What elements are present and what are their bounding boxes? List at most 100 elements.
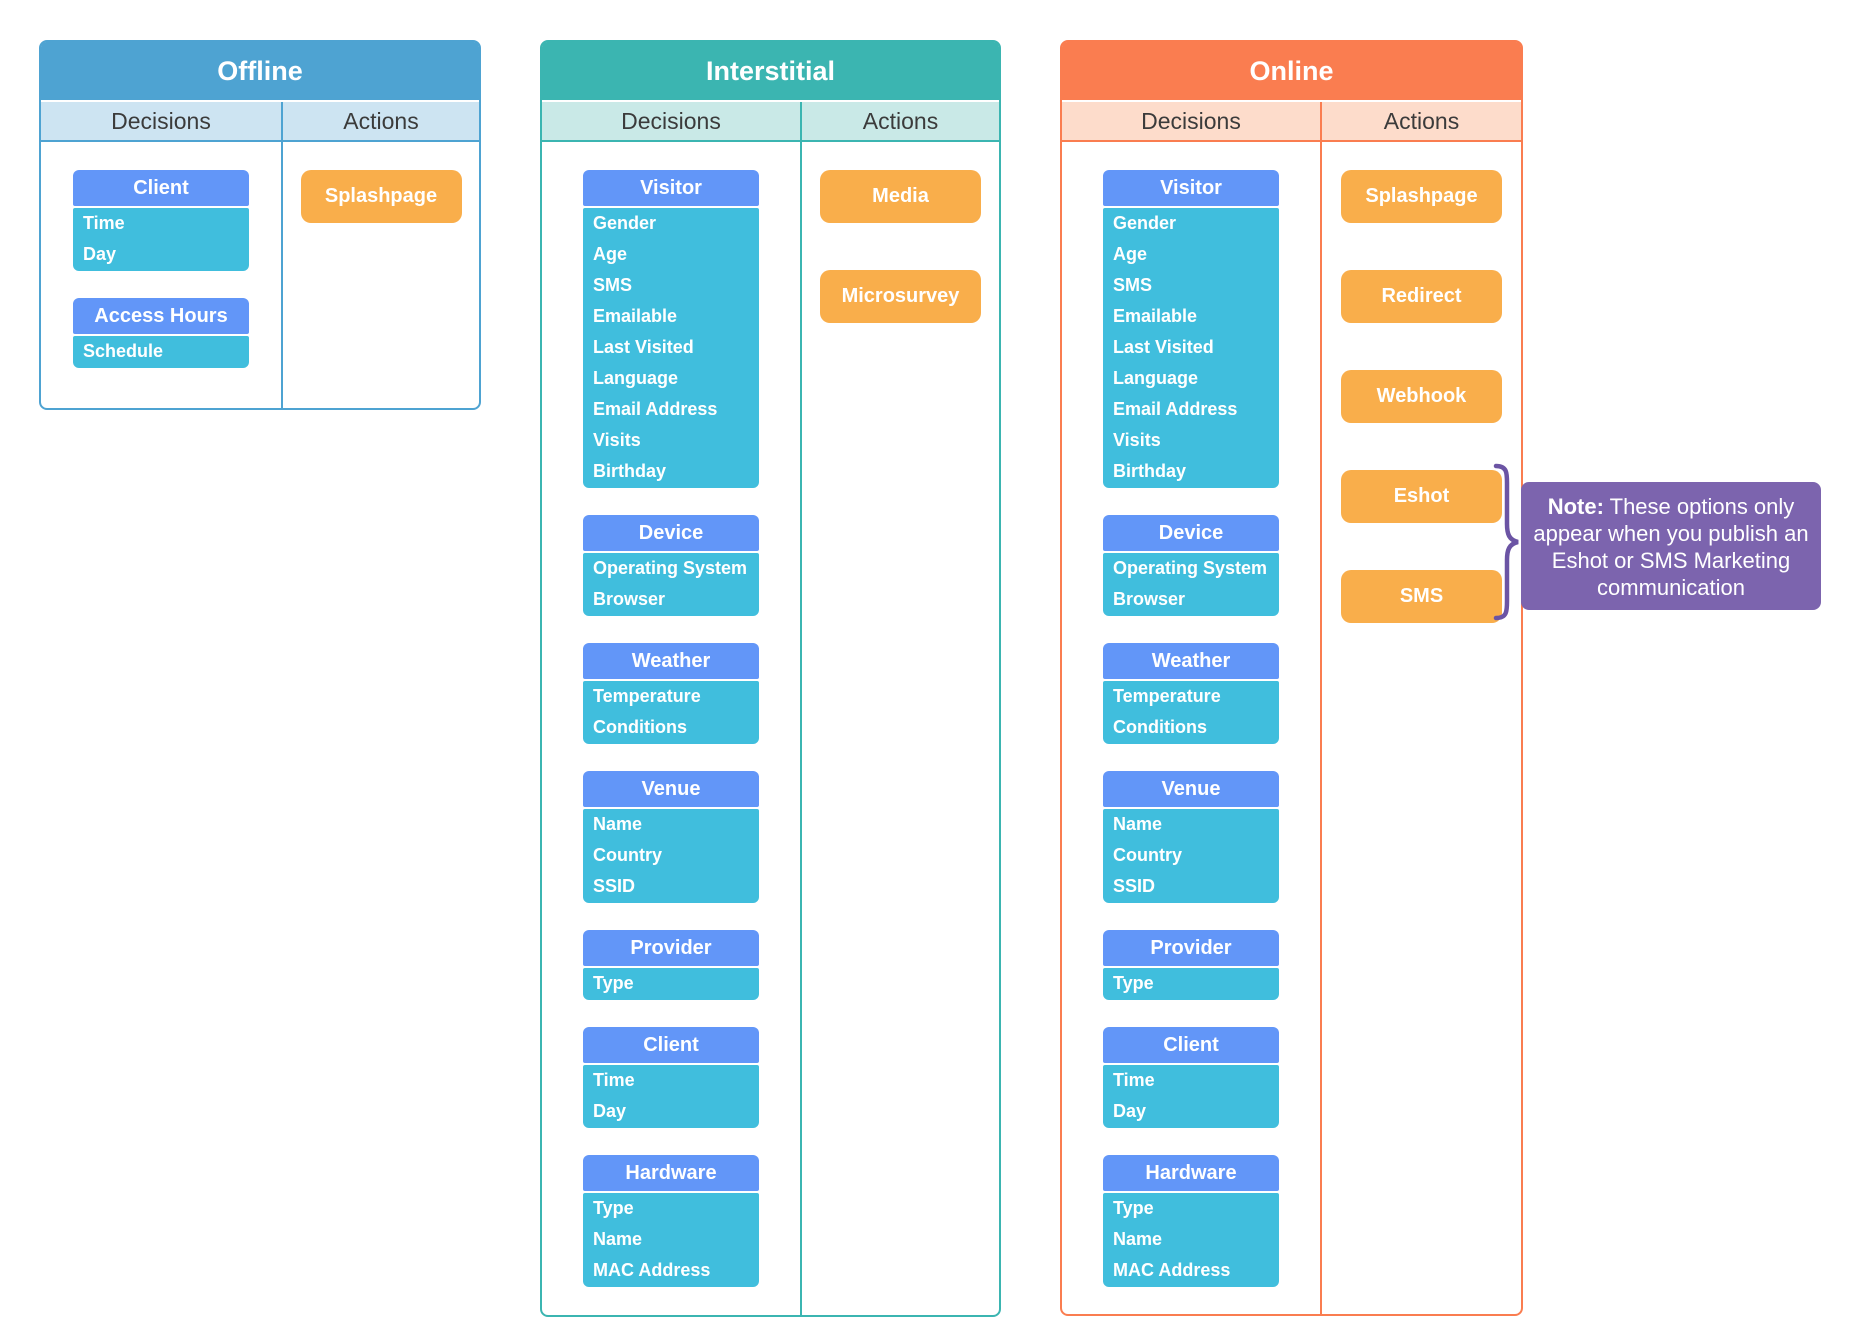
group-item: Day bbox=[593, 1101, 627, 1121]
panel-body: Client Time Day Access Hours Schedule Sp… bbox=[41, 142, 479, 408]
group-title: Access Hours bbox=[73, 298, 249, 334]
group-item: Visits bbox=[1113, 430, 1161, 450]
panel-title-online: Online bbox=[1062, 42, 1521, 102]
group-body: Time Day bbox=[1103, 1065, 1279, 1128]
group-item: Country bbox=[593, 845, 662, 865]
column-header-decisions: Decisions bbox=[1062, 102, 1320, 142]
group-item: Time bbox=[1113, 1070, 1155, 1090]
group-item: Birthday bbox=[593, 461, 667, 481]
decision-group-client: Client Time Day bbox=[583, 1027, 759, 1128]
actions-column: Media Microsurvey bbox=[800, 142, 999, 1315]
note-text: These options only appear when you publi… bbox=[1533, 494, 1809, 600]
group-item: Gender bbox=[1113, 213, 1177, 233]
group-item: Day bbox=[83, 244, 117, 264]
column-header-actions: Actions bbox=[800, 102, 999, 142]
decisions-column: Visitor Gender Age SMS Emailable Last Vi… bbox=[542, 142, 800, 1315]
group-title: Venue bbox=[583, 771, 759, 807]
group-body: Type bbox=[1103, 968, 1279, 1000]
group-title: Visitor bbox=[1103, 170, 1279, 206]
panel-interstitial: Interstitial Decisions Actions Visitor G… bbox=[540, 40, 1001, 1317]
actions-column: Splashpage bbox=[281, 142, 479, 408]
group-item: Visits bbox=[593, 430, 641, 450]
note-callout: Note: These options only appear when you… bbox=[1521, 482, 1821, 610]
panel-body: Visitor Gender Age SMS Emailable Last Vi… bbox=[1062, 142, 1521, 1314]
group-item: Operating System bbox=[593, 558, 748, 578]
decision-group-venue: Venue Name Country SSID bbox=[1103, 771, 1279, 903]
group-title: Hardware bbox=[583, 1155, 759, 1191]
group-item: SMS bbox=[593, 275, 633, 295]
decision-group-hardware: Hardware Type Name MAC Address bbox=[583, 1155, 759, 1287]
column-header-row: Decisions Actions bbox=[542, 102, 999, 142]
group-item: MAC Address bbox=[593, 1260, 711, 1280]
group-title: Client bbox=[73, 170, 249, 206]
decision-group-device: Device Operating System Browser bbox=[1103, 515, 1279, 616]
decision-group-venue: Venue Name Country SSID bbox=[583, 771, 759, 903]
group-item: SSID bbox=[593, 876, 636, 896]
group-title: Provider bbox=[1103, 930, 1279, 966]
decision-group-provider: Provider Type bbox=[583, 930, 759, 1000]
group-item: Schedule bbox=[83, 341, 164, 361]
group-body: Type bbox=[583, 968, 759, 1000]
panel-offline: Offline Decisions Actions Client Time Da… bbox=[39, 40, 481, 410]
decision-group-device: Device Operating System Browser bbox=[583, 515, 759, 616]
group-item: Day bbox=[1113, 1101, 1147, 1121]
note-label: Note: bbox=[1547, 494, 1604, 519]
group-title: Provider bbox=[583, 930, 759, 966]
group-title: Venue bbox=[1103, 771, 1279, 807]
group-item: Name bbox=[1113, 814, 1163, 834]
group-item: Operating System bbox=[1113, 558, 1268, 578]
group-item: Type bbox=[593, 1198, 634, 1218]
group-item: Last Visited bbox=[1113, 337, 1214, 357]
group-body: Schedule bbox=[73, 336, 249, 368]
group-body: Time Day bbox=[583, 1065, 759, 1128]
panel-title-interstitial: Interstitial bbox=[542, 42, 999, 102]
group-item: Name bbox=[593, 814, 643, 834]
group-item: SSID bbox=[1113, 876, 1156, 896]
panel-online: Online Decisions Actions Visitor Gender … bbox=[1060, 40, 1523, 1316]
group-title: Device bbox=[583, 515, 759, 551]
group-body: Time Day bbox=[73, 208, 249, 271]
decisions-column: Visitor Gender Age SMS Emailable Last Vi… bbox=[1062, 142, 1320, 1314]
group-item: Birthday bbox=[1113, 461, 1187, 481]
group-title: Hardware bbox=[1103, 1155, 1279, 1191]
group-body: Name Country SSID bbox=[583, 809, 759, 903]
decision-group-client: Client Time Day bbox=[73, 170, 249, 271]
column-header-actions: Actions bbox=[281, 102, 479, 142]
decisions-column: Client Time Day Access Hours Schedule bbox=[41, 142, 281, 408]
group-item: Emailable bbox=[593, 306, 678, 326]
group-item: Browser bbox=[1113, 589, 1186, 609]
action-sms: SMS bbox=[1341, 570, 1502, 623]
panel-title-offline: Offline bbox=[41, 42, 479, 102]
decision-group-weather: Weather Temperature Conditions bbox=[583, 643, 759, 744]
column-header-actions: Actions bbox=[1320, 102, 1521, 142]
group-item: Emailable bbox=[1113, 306, 1198, 326]
group-body: Operating System Browser bbox=[583, 553, 759, 616]
group-item: Browser bbox=[593, 589, 666, 609]
group-body: Gender Age SMS Emailable Last Visited La… bbox=[1103, 208, 1279, 488]
group-item: Last Visited bbox=[593, 337, 694, 357]
panel-body: Visitor Gender Age SMS Emailable Last Vi… bbox=[542, 142, 999, 1315]
group-body: Gender Age SMS Emailable Last Visited La… bbox=[583, 208, 759, 488]
decision-group-visitor: Visitor Gender Age SMS Emailable Last Vi… bbox=[583, 170, 759, 488]
actions-column: Splashpage Redirect Webhook Eshot SMS bbox=[1320, 142, 1521, 1314]
group-title: Weather bbox=[583, 643, 759, 679]
group-item: SMS bbox=[1113, 275, 1153, 295]
group-item: Age bbox=[1113, 244, 1148, 264]
group-title: Visitor bbox=[583, 170, 759, 206]
decision-group-client: Client Time Day bbox=[1103, 1027, 1279, 1128]
group-body: Operating System Browser bbox=[1103, 553, 1279, 616]
decision-group-provider: Provider Type bbox=[1103, 930, 1279, 1000]
decision-group-weather: Weather Temperature Conditions bbox=[1103, 643, 1279, 744]
group-item: Conditions bbox=[1113, 717, 1207, 737]
group-body: Type Name MAC Address bbox=[1103, 1193, 1279, 1287]
group-title: Client bbox=[583, 1027, 759, 1063]
decision-group-visitor: Visitor Gender Age SMS Emailable Last Vi… bbox=[1103, 170, 1279, 488]
group-item: Name bbox=[593, 1229, 643, 1249]
note-brace bbox=[1491, 463, 1521, 626]
decision-group-access-hours: Access Hours Schedule bbox=[73, 298, 249, 368]
group-body: Temperature Conditions bbox=[1103, 681, 1279, 744]
action-splashpage: Splashpage bbox=[300, 170, 462, 223]
action-redirect: Redirect bbox=[1341, 270, 1502, 323]
group-item: Time bbox=[593, 1070, 635, 1090]
